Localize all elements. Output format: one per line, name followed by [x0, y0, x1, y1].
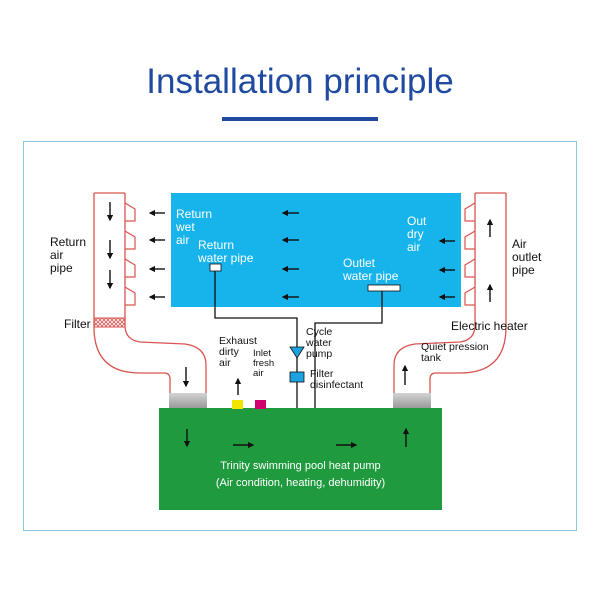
inlet-fresh-air-label: Inlet fresh air [253, 348, 275, 379]
outlet-duct-arrows [401, 218, 494, 385]
filter-label: Filter [64, 317, 91, 331]
electric-heater-label: Electric heater [451, 319, 528, 333]
filter-mesh [93, 317, 126, 328]
page-title: Installation principle [146, 62, 454, 101]
diagram-frame [23, 141, 577, 531]
outlet-water-inlet [367, 284, 401, 292]
cycle-pump-marker [289, 346, 305, 359]
out-dry-air-label: Out dry air [407, 214, 427, 254]
heat-pump-arrows [183, 427, 410, 449]
pool-hall-box [171, 193, 461, 307]
filter-disinfectant-marker [289, 371, 305, 383]
cycle-water-pump-label: Cycle water pump [306, 326, 333, 360]
water-pipes [214, 270, 383, 408]
air-outlet-duct [393, 192, 507, 393]
heat-pump-box [159, 408, 442, 510]
filter-disinfectant-label: Filter disinfectant [310, 368, 364, 391]
quiet-pression-tank-label: Quiet pression tank [421, 341, 489, 364]
left-grilles [124, 202, 136, 306]
return-water-outlet [209, 263, 222, 272]
left-duct-connector [169, 393, 207, 408]
exhaust-dirty-air-label: Exhaust dirty air [219, 335, 257, 369]
outlet-water-pipe-label: Outlet water pipe [343, 256, 399, 283]
right-grilles [464, 202, 476, 306]
return-air-pipe-label: Return air pipe [50, 235, 87, 275]
title-underline [222, 117, 378, 121]
pool-hall-arrows [281, 209, 455, 301]
air-outlet-pipe-label: Air outlet pipe [512, 237, 542, 277]
left-hall-arrows [148, 209, 165, 301]
heat-pump-title: Trinity swimming pool heat pump [220, 460, 381, 472]
heat-pump-subtitle: (Air condition, heating, dehumidity) [215, 477, 386, 489]
return-duct-arrows [106, 202, 190, 388]
exhaust-marker [232, 400, 243, 409]
fresh-air-marker [255, 400, 266, 409]
return-wet-air-label: Return wet air [176, 207, 213, 247]
return-water-pipe-label: Return water pipe [198, 238, 254, 265]
right-duct-connector [393, 393, 431, 408]
return-air-duct [93, 192, 207, 393]
